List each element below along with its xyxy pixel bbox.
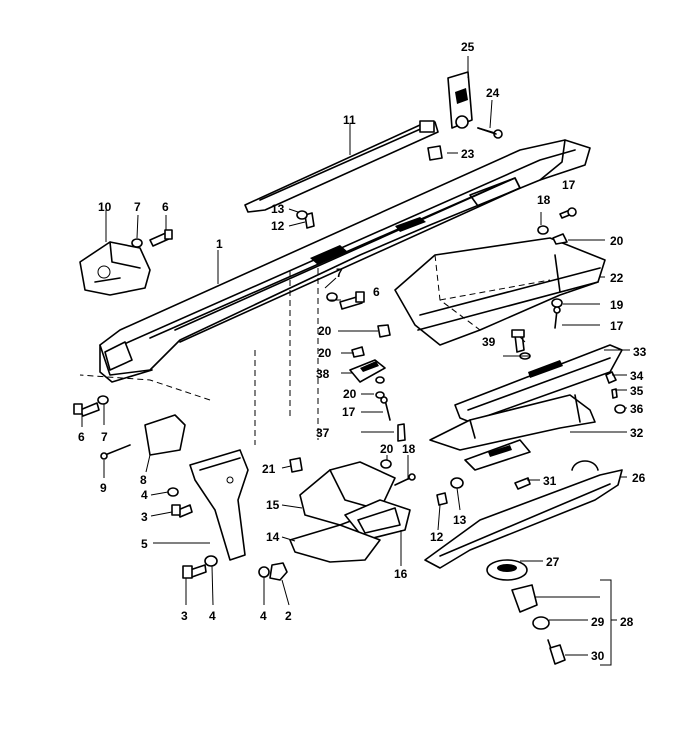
callout-15: 15 <box>266 498 280 512</box>
callout-6: 6 <box>78 430 85 444</box>
part-dashboard-beam <box>99 139 591 383</box>
callout-6: 6 <box>162 200 169 214</box>
part-bracket-10 <box>79 241 151 296</box>
callout-21: 22 <box>610 271 624 285</box>
part-lid-25 <box>424 439 623 569</box>
callout-38: 39 <box>482 335 496 349</box>
part-bracket-5 <box>189 449 249 561</box>
callout-17: 17 <box>342 405 356 419</box>
callout-18: 19 <box>610 298 624 312</box>
callout-18: 20 <box>380 442 394 456</box>
callout-13: 13 <box>271 202 285 216</box>
callout-17: 17 <box>562 178 576 192</box>
callout-32: 33 <box>633 345 647 359</box>
callout-4: 4 <box>141 488 148 502</box>
callout-37: 38 <box>316 367 330 381</box>
callout-20: 20 <box>318 346 332 360</box>
callout-11: 11 <box>343 113 356 127</box>
callout-30: 31 <box>543 474 557 488</box>
callout-12: 12 <box>271 219 285 233</box>
callout-9: 9 <box>100 481 107 495</box>
callout-3: 3 <box>181 609 188 623</box>
callout-16: 16 <box>394 567 408 581</box>
part-lock-assembly <box>486 559 566 665</box>
callout-10: 10 <box>98 200 112 214</box>
callout-7: 7 <box>134 200 141 214</box>
leader-lines <box>81 56 630 666</box>
callout-19: 20 <box>343 387 357 401</box>
callout-23: 24 <box>486 86 500 100</box>
callout-36: 37 <box>316 426 330 440</box>
callout-8: 8 <box>140 473 147 487</box>
part-top-strip <box>244 120 439 213</box>
part-lid-32 <box>454 344 623 423</box>
callout-22: 23 <box>461 147 475 161</box>
alignment-lines <box>79 268 319 445</box>
callout-4: 4 <box>260 609 267 623</box>
callout-25: 26 <box>632 471 646 485</box>
callout-33: 34 <box>630 369 644 383</box>
callout-5: 5 <box>141 537 148 551</box>
part-panel-31 <box>429 394 596 451</box>
callout-2: 2 <box>285 609 292 623</box>
part-glove-box <box>394 237 606 346</box>
callouts: 1 2 3 3 4 4 4 5 6 6 6 7 7 7 8 9 10 11 12… <box>78 40 647 663</box>
callout-31: 32 <box>630 426 644 440</box>
callout-20: 20 <box>318 324 332 338</box>
callout-17: 17 <box>610 319 624 333</box>
callout-29: 30 <box>591 649 605 663</box>
callout-34: 35 <box>630 384 644 398</box>
part-hinge-24 <box>447 71 503 139</box>
callout-20: 21 <box>262 462 276 476</box>
callout-20: 20 <box>610 234 624 248</box>
part-latch-37 <box>349 359 386 383</box>
callout-7: 7 <box>336 266 343 280</box>
part-clip-22 <box>427 145 443 161</box>
callout-7: 7 <box>101 430 108 444</box>
part-shim-8 <box>144 414 186 456</box>
callout-14: 14 <box>266 530 280 544</box>
hardware <box>73 127 626 581</box>
callout-26: 27 <box>546 555 560 569</box>
callout-35: 36 <box>630 402 644 416</box>
callout-24: 25 <box>461 40 475 54</box>
callout-28: 29 <box>591 615 605 629</box>
callout-1: 1 <box>216 237 223 251</box>
callout-27: 28 <box>620 615 634 629</box>
callout-4: 4 <box>209 609 216 623</box>
callout-18: 18 <box>537 193 551 207</box>
callout-3: 3 <box>141 510 148 524</box>
callout-13: 13 <box>453 513 467 527</box>
part-duct-14 <box>289 524 381 563</box>
callout-17: 18 <box>402 442 416 456</box>
callout-12: 12 <box>430 530 444 544</box>
callout-6: 6 <box>373 285 380 299</box>
